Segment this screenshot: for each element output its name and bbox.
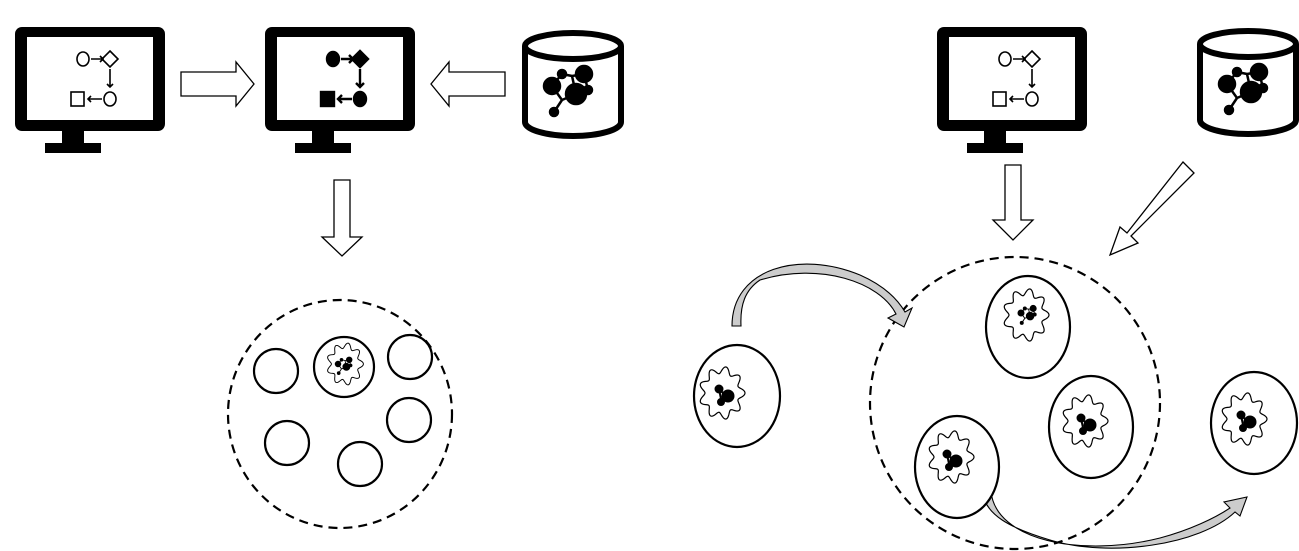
- monitor-generic-workflow: [15, 27, 165, 153]
- arrow-left: [430, 60, 506, 108]
- arrow-down: [320, 179, 364, 257]
- cell: [913, 414, 1001, 520]
- arrow-diagonal: [1108, 161, 1195, 257]
- arrow-right: [180, 60, 255, 108]
- monitor-generic-workflow-right: [937, 27, 1087, 153]
- cell: [1047, 374, 1135, 480]
- incoming-cell: [692, 343, 782, 449]
- outgoing-cell: [1209, 370, 1299, 476]
- database-icon: [525, 33, 621, 136]
- database-icon-right: [1200, 31, 1296, 134]
- pool-boundary: [226, 298, 454, 530]
- curved-arrow-out: [981, 490, 1248, 549]
- empty-cells: [252, 333, 434, 488]
- cells: [692, 274, 1299, 520]
- active-cell-right: [984, 274, 1072, 380]
- arrow-down-right: [991, 164, 1035, 241]
- pool-boundary-right: [868, 255, 1162, 551]
- monitor-instantiated-workflow: [265, 27, 415, 153]
- curved-arrow-in: [731, 263, 914, 328]
